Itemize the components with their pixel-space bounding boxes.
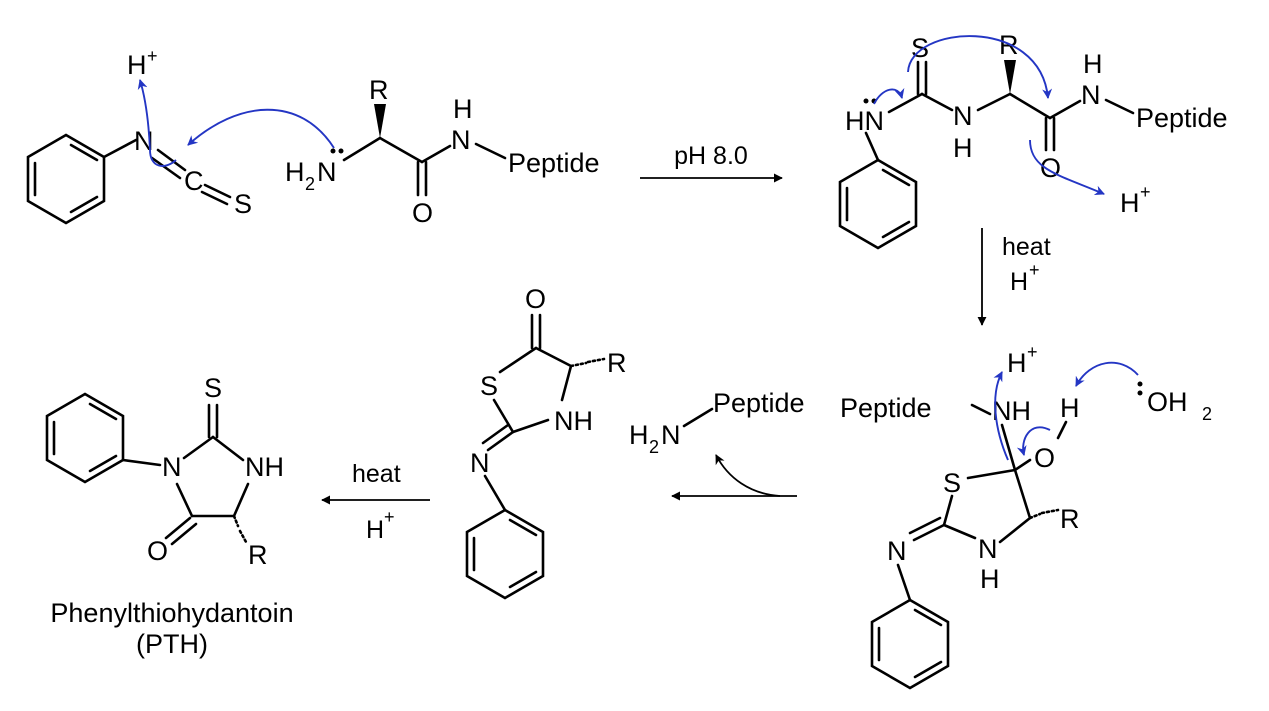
peptide-label: Peptide bbox=[508, 148, 600, 178]
proton-h: H bbox=[1120, 188, 1140, 218]
phenyl-ring-4 bbox=[870, 598, 950, 690]
condition-heat: heat bbox=[352, 460, 401, 488]
thione-s: S bbox=[911, 33, 929, 63]
r-group: R bbox=[999, 30, 1019, 60]
imine-n: N bbox=[887, 536, 907, 566]
wedge-bond bbox=[1004, 60, 1016, 94]
peptide-label: Peptide bbox=[1136, 103, 1228, 133]
leaving-group-arrow bbox=[715, 454, 781, 497]
atom-c: C bbox=[184, 166, 204, 196]
condition-h: H bbox=[366, 516, 384, 544]
phenylthiocarbamoyl-peptide: HN S N H R O N H Peptide H + bbox=[838, 30, 1228, 250]
proton-charge: + bbox=[147, 46, 158, 66]
condition-heat: heat bbox=[1002, 233, 1051, 261]
lone-pair-dot bbox=[338, 148, 344, 154]
nh-protonation-arrow bbox=[993, 371, 1009, 461]
h2n-h: H bbox=[285, 157, 305, 187]
carbonyl-o: O bbox=[1040, 153, 1061, 183]
lone-pair-dot bbox=[1137, 390, 1143, 396]
oxygen-lone-pair-arrow bbox=[1016, 426, 1051, 456]
peptide-label: Peptide bbox=[840, 393, 932, 423]
lone-pair-dot bbox=[330, 148, 336, 154]
proton-h: H bbox=[127, 50, 147, 80]
condition-ph: pH 8.0 bbox=[674, 142, 748, 170]
ring-s: S bbox=[480, 371, 498, 401]
hydroxyl-o: O bbox=[1034, 443, 1055, 473]
imine-n: N bbox=[470, 448, 490, 478]
lone-pair-arrow bbox=[873, 87, 905, 105]
water-o: OH bbox=[1147, 387, 1188, 417]
amide-n: N bbox=[1081, 80, 1101, 110]
phenyl-ring-5 bbox=[465, 508, 545, 600]
r-group: R bbox=[369, 75, 389, 105]
sulfur-attack-arrow bbox=[907, 35, 1053, 99]
atom-s: S bbox=[234, 189, 252, 219]
peptide-amino-terminus: H 2 N R O N H Peptide bbox=[285, 75, 600, 228]
ring-nh: NH bbox=[554, 406, 593, 436]
phenylthiohydantoin: N S NH R O bbox=[45, 373, 284, 570]
thione-s: S bbox=[204, 373, 222, 403]
wedge-bond bbox=[374, 104, 386, 138]
released-peptide: Peptide bbox=[713, 388, 805, 418]
h2n-sub: 2 bbox=[305, 174, 315, 194]
ring-nh-h: H bbox=[980, 564, 1000, 594]
aniline-hn: HN bbox=[845, 106, 884, 136]
tetrahedral-intermediate: H + Peptide NH H OH 2 O S N H N R bbox=[840, 342, 1212, 690]
ring-nh-n: N bbox=[978, 534, 998, 564]
proton-charge: + bbox=[1027, 342, 1038, 362]
condition-charge: + bbox=[1029, 260, 1040, 280]
proton-charge: + bbox=[1140, 182, 1151, 202]
condition-h: H bbox=[1010, 268, 1028, 296]
h2n-sub: 2 bbox=[649, 437, 659, 457]
phenyl-ring-3 bbox=[838, 158, 918, 250]
amide-h: H bbox=[453, 94, 473, 124]
amide-h: H bbox=[1083, 49, 1103, 79]
carbonyl-o: O bbox=[147, 536, 168, 566]
h2n-n: N bbox=[661, 420, 681, 450]
h2n-n: N bbox=[317, 157, 337, 187]
r-group: R bbox=[248, 540, 268, 570]
hydantoin-nh: NH bbox=[245, 452, 284, 482]
r-group: R bbox=[607, 348, 627, 378]
phenyl-isothiocyanate: N C S H + bbox=[26, 46, 252, 225]
water-sub: 2 bbox=[1202, 404, 1212, 424]
carbonyl-protonation-arrow bbox=[1029, 139, 1105, 196]
anilinothiazolinone: O R NH S N bbox=[465, 284, 627, 600]
ketone-o: O bbox=[525, 284, 546, 314]
product-abbrev: (PTH) bbox=[136, 629, 208, 659]
lone-pair-dot bbox=[863, 98, 869, 104]
carbonyl-o: O bbox=[412, 198, 433, 228]
h2n-h: H bbox=[629, 420, 649, 450]
amide-n: N bbox=[451, 125, 471, 155]
proton-h: H bbox=[1007, 348, 1027, 378]
hydantoin-n: N bbox=[162, 452, 182, 482]
r-group: R bbox=[1060, 504, 1080, 534]
product-name: Phenylthiohydantoin bbox=[50, 598, 293, 628]
phenyl-ring-6 bbox=[45, 392, 125, 484]
thiourea-n: N bbox=[953, 101, 973, 131]
ring-s: S bbox=[943, 468, 961, 498]
nh-group: NH bbox=[992, 396, 1031, 426]
water-deprotonation-arrow bbox=[1075, 361, 1139, 387]
condition-charge: + bbox=[384, 507, 395, 527]
lone-pair-dot bbox=[1137, 381, 1143, 387]
attack-arrow bbox=[187, 108, 335, 149]
phenyl-ring-1 bbox=[26, 133, 106, 225]
thiourea-h: H bbox=[953, 133, 973, 163]
hydroxyl-h: H bbox=[1060, 393, 1080, 423]
protonation-arrow bbox=[137, 79, 177, 167]
